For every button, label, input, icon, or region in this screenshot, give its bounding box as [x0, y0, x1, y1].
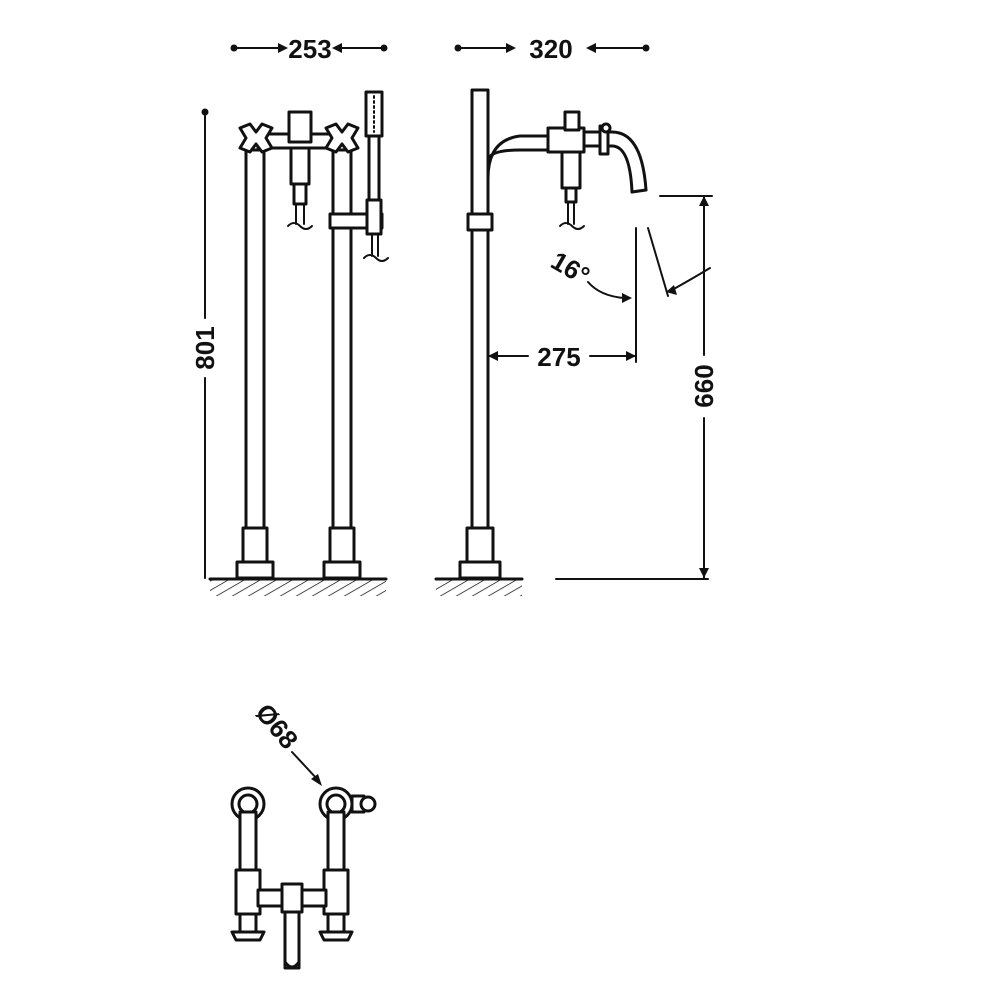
- spout-angle-label: 16°: [546, 245, 595, 291]
- spout-reach-label: 275: [537, 342, 580, 372]
- dimension-base-diameter: Ø68: [250, 698, 322, 786]
- spout-height-label: 660: [689, 364, 719, 407]
- hand-shower-front: [328, 90, 389, 262]
- right-base-top: [318, 786, 377, 942]
- right-pillar: [322, 148, 362, 580]
- spout-top: [256, 882, 328, 970]
- dimension-spout-reach: 275: [487, 342, 637, 372]
- floor-front: [208, 577, 388, 596]
- side-arm: [486, 110, 648, 230]
- front-width-label: 253: [288, 34, 331, 64]
- top-view: Ø68: [230, 698, 377, 970]
- base-diameter-label: Ø68: [250, 698, 305, 755]
- front-view: 253 801: [190, 34, 389, 596]
- left-pillar: [235, 148, 275, 580]
- right-cross-handle-icon: [324, 122, 360, 154]
- dimension-front-width: 253: [230, 34, 388, 64]
- total-height-label: 801: [190, 326, 220, 369]
- floor-side: [434, 577, 709, 596]
- left-base-top: [230, 786, 266, 942]
- dimension-side-width: 320: [454, 34, 650, 64]
- side-width-label: 320: [529, 34, 572, 64]
- dimension-spout-height: 660: [659, 195, 719, 579]
- side-column: [458, 88, 502, 580]
- dimension-total-height: 801: [190, 108, 220, 579]
- side-view: 320: [434, 34, 719, 596]
- left-cross-handle-icon: [238, 122, 274, 154]
